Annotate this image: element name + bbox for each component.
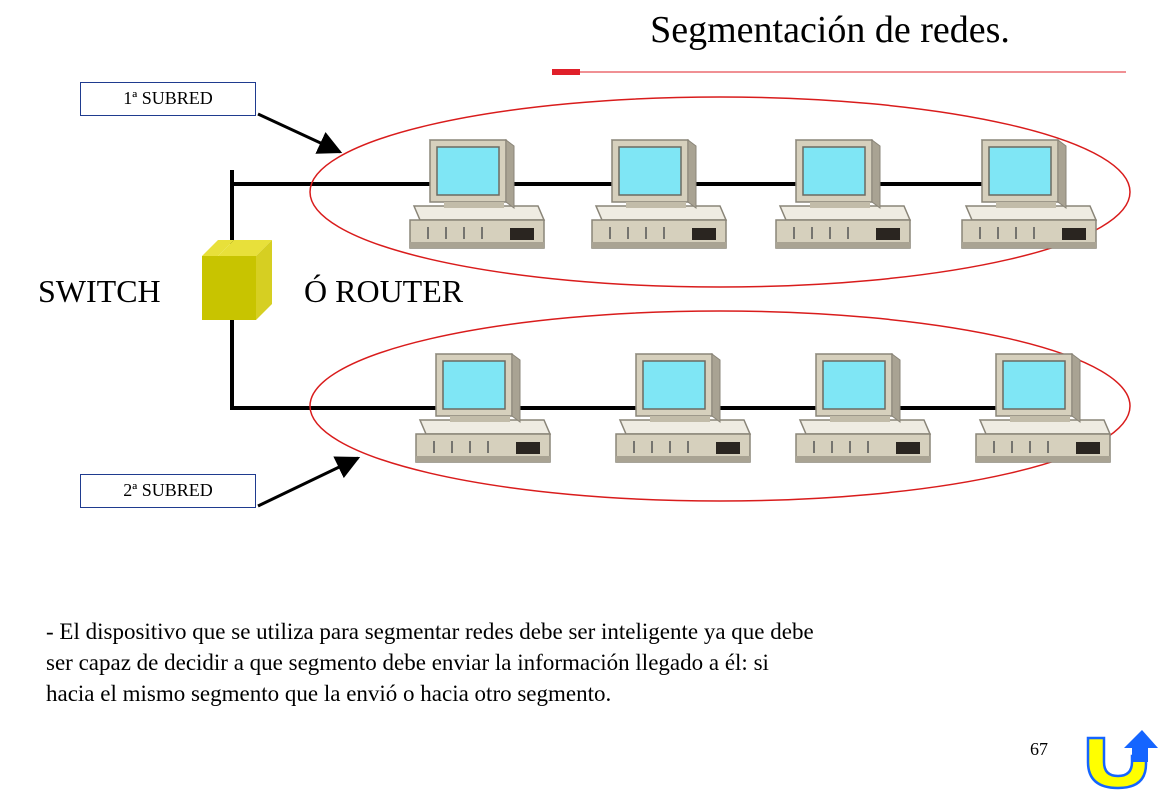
page-title: Segmentación de redes.: [650, 9, 1010, 51]
title-rule-accent: [552, 69, 580, 75]
explanation-text: - El dispositivo que se utiliza para seg…: [46, 619, 814, 706]
page-number: 67: [1030, 739, 1048, 759]
computer-icon: [591, 139, 727, 249]
computer-icon: [409, 139, 545, 249]
switch-label: SWITCH: [38, 273, 161, 309]
subnet-1-arrow: [257, 112, 343, 154]
return-arrow-icon: [1086, 730, 1158, 790]
subnet-2-arrow: [257, 456, 361, 508]
subnet-2-ellipse: [309, 310, 1131, 502]
subnet-2-label: 2ª SUBRED: [80, 474, 256, 508]
computer-icon: [961, 139, 1097, 249]
subnet-1-ellipse: [309, 96, 1131, 288]
computer-icon: [975, 353, 1111, 463]
computer-icon: [775, 139, 911, 249]
return-arrow-button[interactable]: [1082, 728, 1160, 790]
switch-icon: [202, 240, 272, 320]
subnet-1-label: 1ª SUBRED: [80, 82, 256, 116]
router-label: Ó ROUTER: [304, 273, 464, 309]
